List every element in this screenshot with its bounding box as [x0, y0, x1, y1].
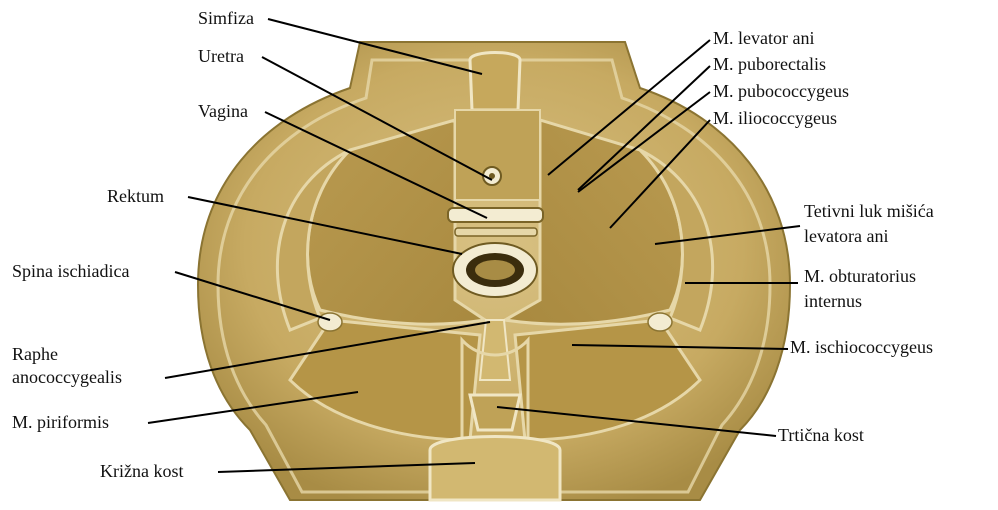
label-raphe-line2: anococcygealis	[12, 367, 122, 387]
coccyx-shape	[470, 395, 520, 430]
label-obturatorius-line2: internus	[804, 291, 862, 311]
label-piriformis: M. piriformis	[12, 412, 109, 432]
ischial-spine-left	[318, 313, 342, 331]
label-raphe-line1: Raphe	[12, 344, 58, 364]
label-ischiococcygeus: M. ischiococcygeus	[790, 337, 933, 357]
ischial-spine-right	[648, 313, 672, 331]
label-levator-ani: M. levator ani	[713, 28, 814, 48]
label-tetivni-line1: Tetivni luk mišića	[804, 201, 934, 221]
label-simfiza: Simfiza	[198, 8, 254, 28]
label-pubococcygeus: M. pubococcygeus	[713, 81, 849, 101]
label-trticna-kost: Trtična kost	[778, 425, 864, 445]
label-puborectalis: M. puborectalis	[713, 54, 826, 74]
label-obturatorius-line1: M. obturatorius	[804, 266, 916, 286]
sacrum-shape	[430, 437, 560, 501]
label-uretra: Uretra	[198, 46, 244, 66]
label-spina-ischiadica: Spina ischiadica	[12, 261, 129, 281]
label-rektum: Rektum	[107, 186, 164, 206]
label-iliococcygeus: M. iliococcygeus	[713, 108, 837, 128]
vagina-shape	[448, 208, 543, 222]
label-krizna-kost: Križna kost	[100, 461, 183, 481]
label-vagina: Vagina	[198, 101, 248, 121]
label-tetivni-line2: levatora ani	[804, 226, 888, 246]
symphysis-shape	[470, 53, 520, 111]
